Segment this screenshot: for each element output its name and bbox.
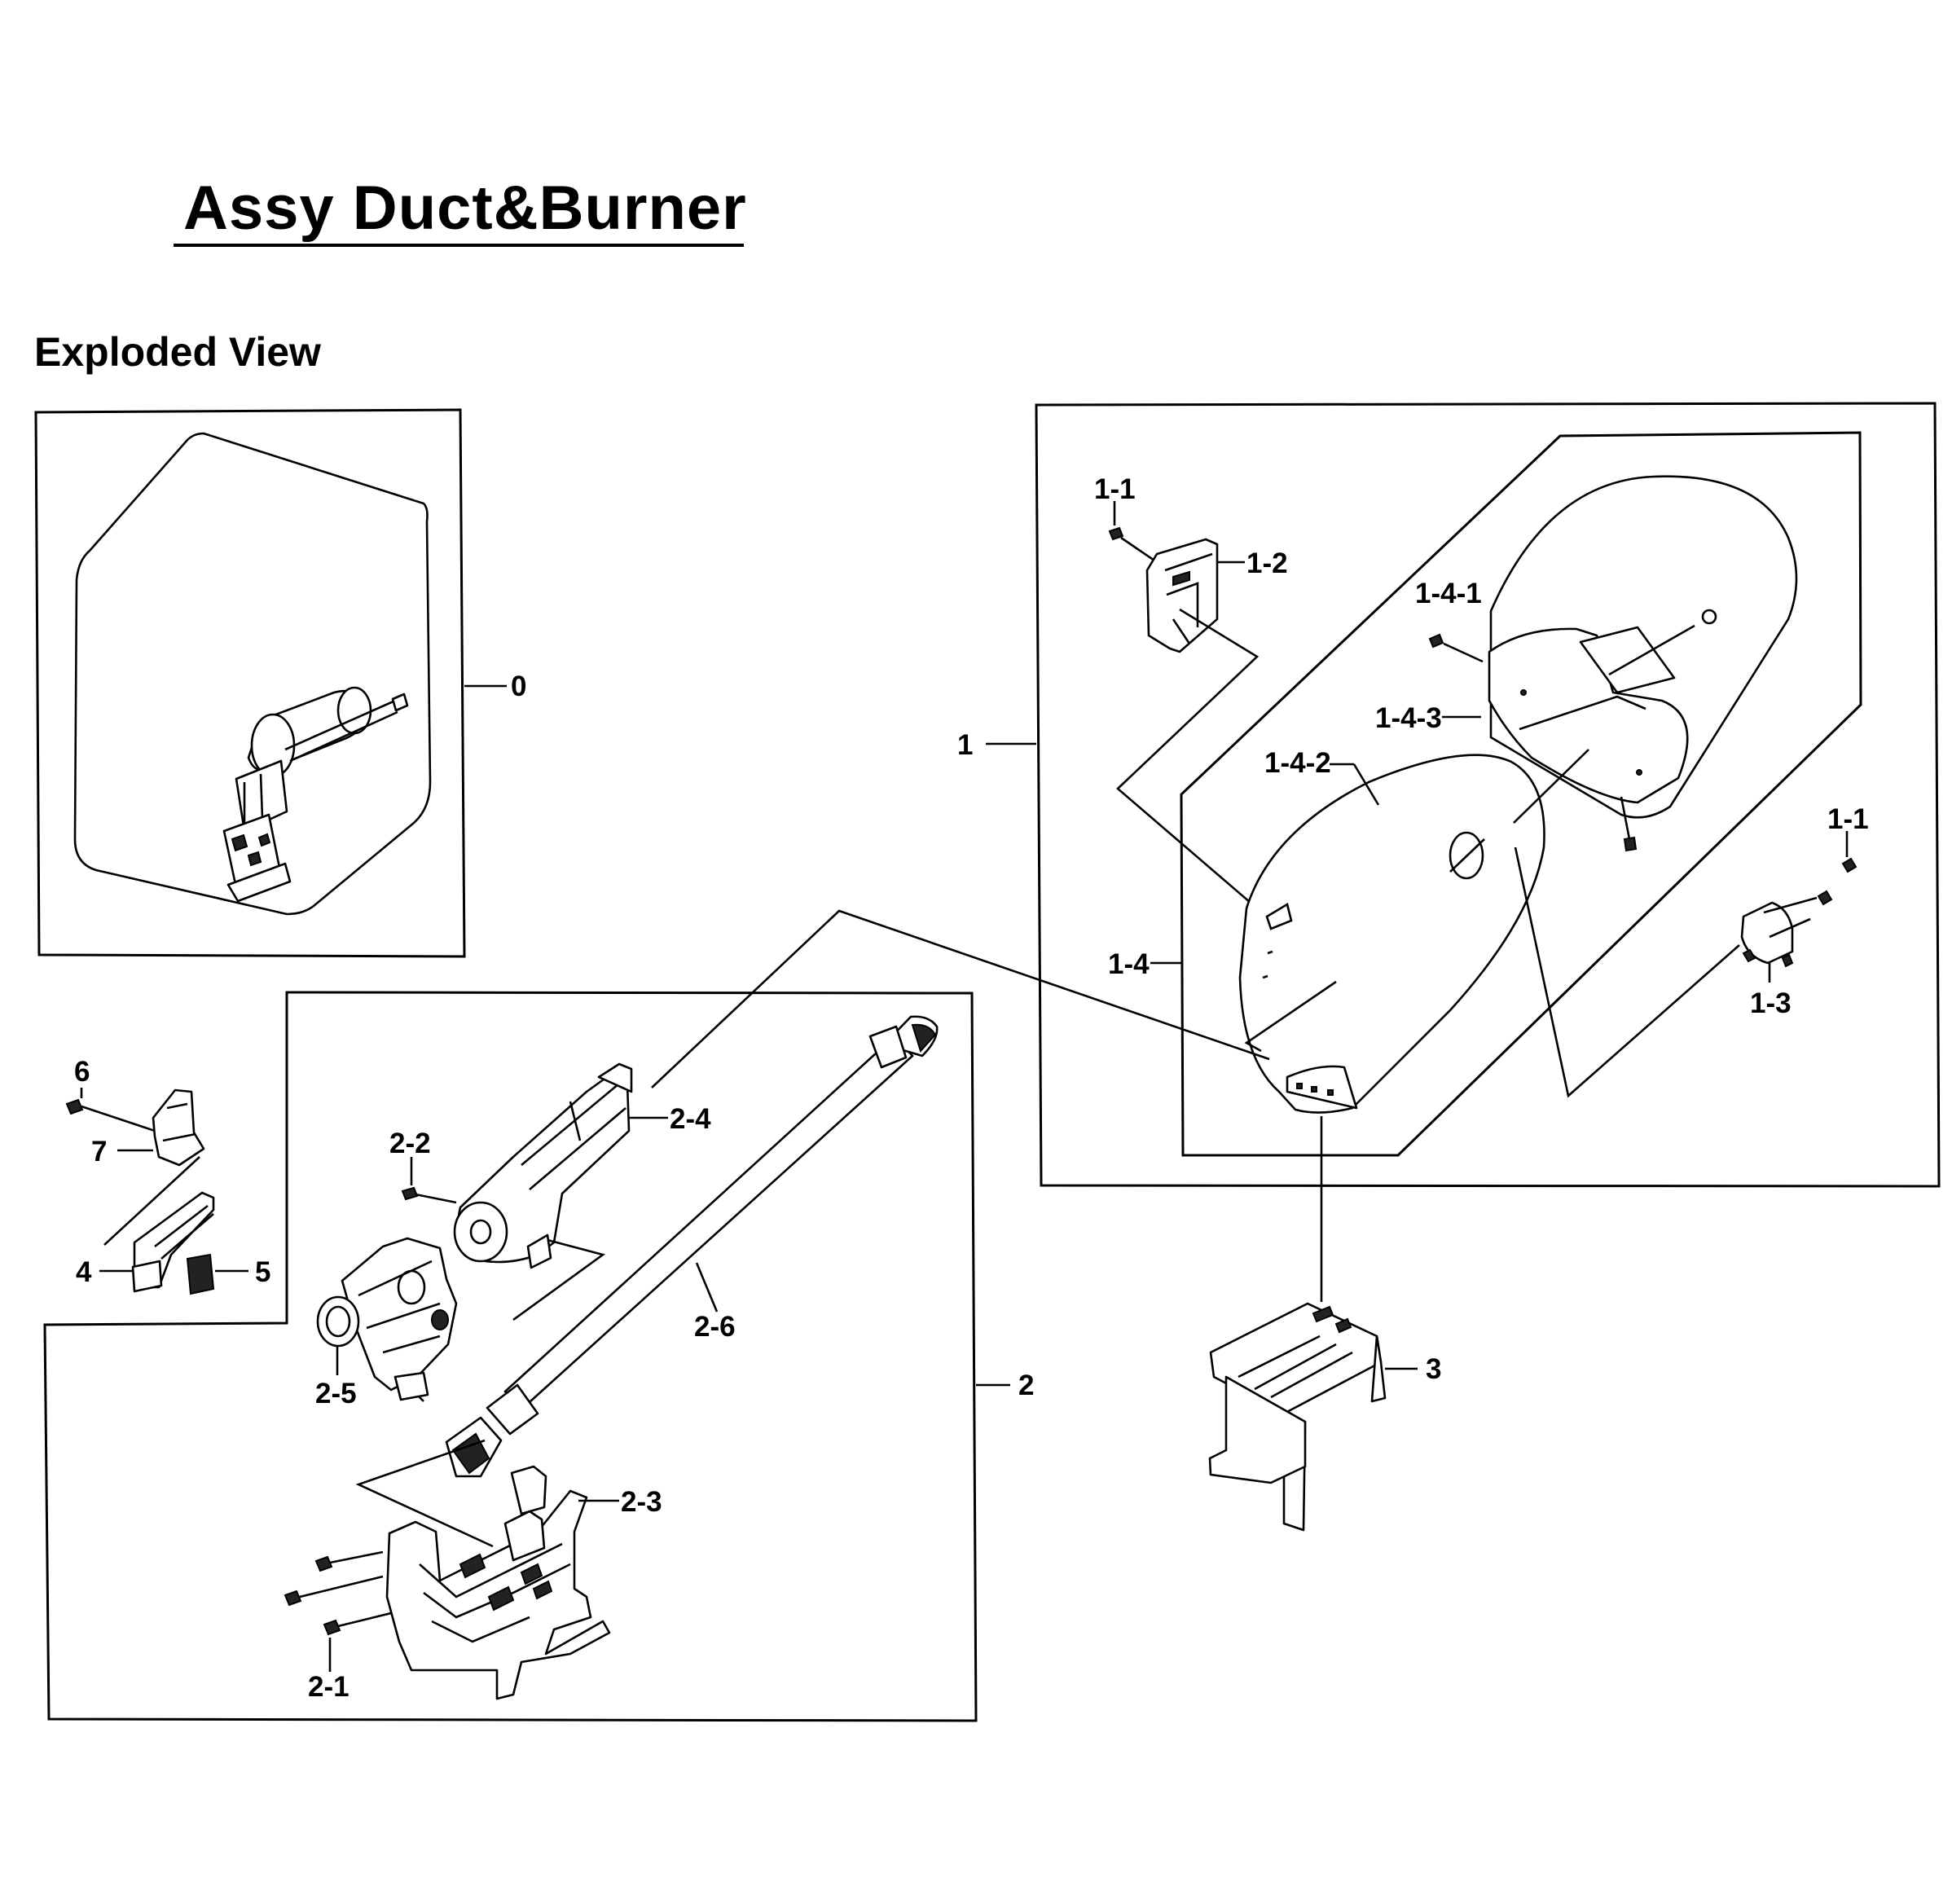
duct-assembly-box (1035, 402, 1941, 1188)
assembly-outline (73, 432, 432, 916)
callout-2-6: 2-6 (694, 1311, 736, 1343)
callout-2-2: 2-2 (389, 1128, 431, 1159)
screw-1-4-1 (1428, 633, 1444, 649)
callout-4: 4 (76, 1256, 92, 1288)
clip-7 (152, 1088, 205, 1167)
title-underline (174, 244, 744, 247)
callout-0: 0 (511, 671, 526, 702)
callout-2-3: 2-3 (621, 1486, 662, 1518)
mounting-bracket-3: 3 (1208, 1302, 1441, 1532)
screw-2-1-b (284, 1590, 302, 1607)
callout-6: 6 (74, 1056, 90, 1088)
duct-outlet-flange (1286, 1065, 1358, 1110)
burner-assembly-box (43, 991, 978, 1722)
page-title: Assy Duct&Burner (183, 174, 747, 243)
callout-1-4-3: 1-4-3 (1375, 702, 1442, 734)
thermostat-1-3 (1740, 901, 1794, 965)
callout-1-1-right: 1-1 (1827, 803, 1869, 835)
screw-1-1-upper (1108, 526, 1124, 541)
assembly-miniature (222, 686, 409, 903)
callout-1-2: 1-2 (1246, 547, 1288, 579)
gas-tube-2-6 (503, 1035, 914, 1411)
callout-2-5: 2-5 (315, 1378, 357, 1409)
screw-6 (65, 1098, 84, 1115)
igniter-parts-group: 6 7 4 5 (65, 1056, 270, 1295)
callout-1: 1 (957, 729, 973, 761)
screw-2-1-c (323, 1619, 341, 1636)
duct-assembly-group: 1 1-4 1-1 1-2 1-4-1 (957, 402, 1941, 1188)
screw-2-2 (401, 1186, 419, 1201)
callout-2-1: 2-1 (308, 1671, 350, 1703)
callout-5: 5 (255, 1256, 270, 1288)
callout-3: 3 (1426, 1353, 1441, 1385)
assembly-overview-group: 0 (34, 408, 526, 958)
burner-assembly-group: 2 2-6 2-2 2-4 (43, 909, 1270, 1722)
gas-valve-2-5 (341, 1237, 458, 1392)
gasket-5 (186, 1253, 215, 1295)
callout-2: 2 (1018, 1370, 1034, 1401)
callout-1-4-1: 1-4-1 (1415, 578, 1482, 609)
bracket-1-2 (1145, 538, 1219, 653)
duct-subassembly-box (1180, 431, 1862, 1157)
screw-2-1-a (314, 1555, 333, 1572)
assembly-overview-box (34, 408, 466, 958)
duct-flange-1-4-3 (1488, 627, 1689, 804)
screw-1-1-right (1841, 857, 1857, 873)
callout-1-1-upper: 1-1 (1094, 473, 1136, 505)
callout-2-4: 2-4 (670, 1103, 711, 1135)
callout-7: 7 (91, 1136, 107, 1167)
section-subtitle: Exploded View (34, 329, 321, 375)
callout-1-3: 1-3 (1750, 987, 1792, 1019)
callout-1-4-2: 1-4-2 (1264, 747, 1331, 779)
callout-1-4: 1-4 (1108, 948, 1150, 980)
